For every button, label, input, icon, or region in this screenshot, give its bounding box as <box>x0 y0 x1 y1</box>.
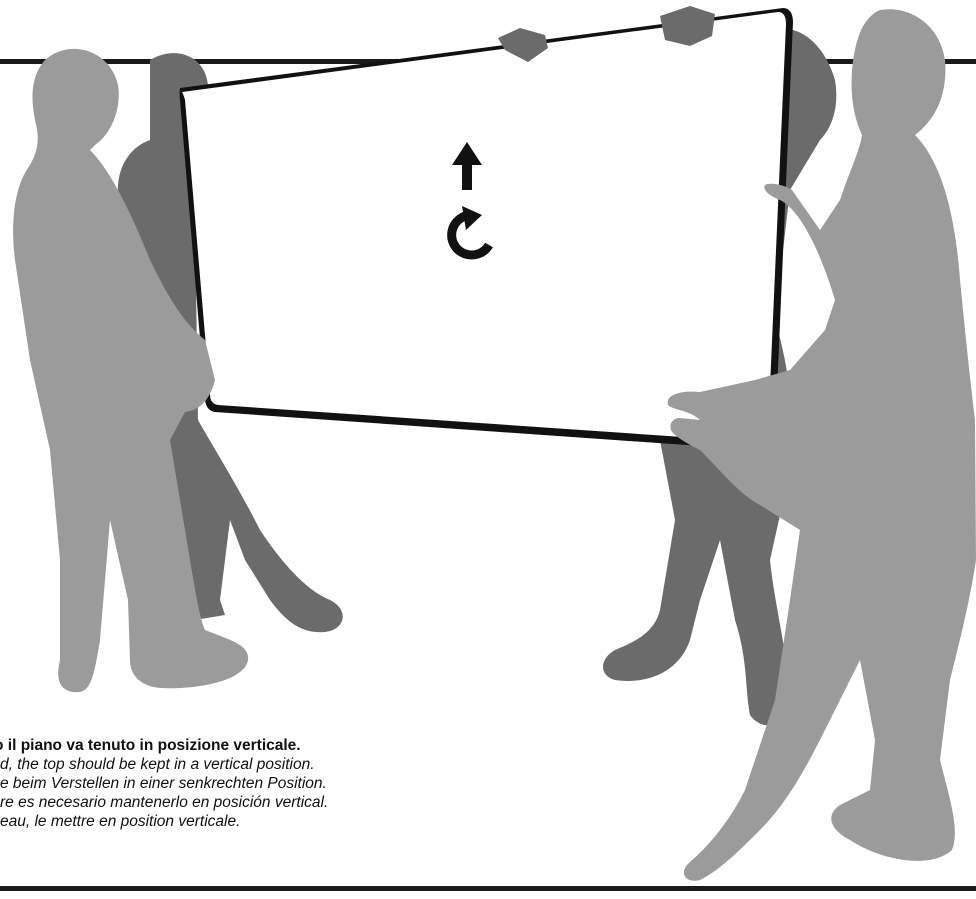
caption-italian: o il piano va tenuto in posizione vertic… <box>0 736 700 755</box>
caption-french: eau, le mettre en position verticale. <box>0 812 700 831</box>
caption-german: e beim Verstellen in einer senkrechten P… <box>0 774 700 793</box>
caption-spanish: re es necesario mantenerlo en posición v… <box>0 793 700 812</box>
instruction-caption: o il piano va tenuto in posizione vertic… <box>0 736 700 831</box>
caption-english: d, the top should be kept in a vertical … <box>0 755 700 774</box>
table-top-panel <box>180 8 793 450</box>
